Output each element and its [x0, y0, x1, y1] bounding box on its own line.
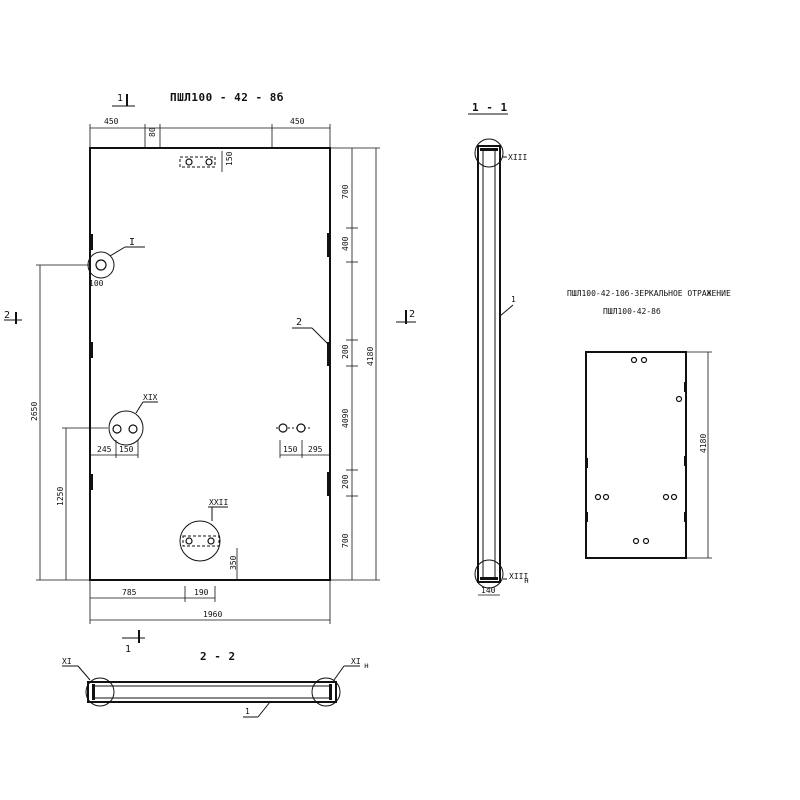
hole-dimensions: 245 150 150 295	[90, 440, 330, 458]
mirror-height-dim: 4180	[699, 434, 708, 453]
section-mark-left: 2	[4, 310, 22, 324]
dim-150-b: 150	[283, 445, 298, 454]
dim-top-small: 80	[148, 127, 157, 137]
section-1-1-node-top: XIII	[508, 153, 527, 162]
dim-left-2650: 2650	[30, 402, 39, 421]
top-dimensions: 450 80 450	[89, 117, 331, 148]
node-i: I 100	[87, 237, 145, 288]
mirror-caption-2: ПШЛ100-42-8б	[603, 306, 661, 316]
mirror-view: ПШЛ100-42-10б-ЗЕРКАЛЬНОЕ ОТРАЖЕНИЕ ПШЛ10…	[567, 288, 731, 559]
section-2-2-item: 1	[245, 707, 250, 716]
top-loop: 150	[179, 151, 234, 172]
section-2-2-node-left: XI	[62, 657, 72, 666]
dim-right-4090: 4090	[341, 409, 350, 428]
node-i-label: I	[129, 237, 135, 248]
right-dimension-chain: 700 400 200 4090 200 700 4180	[330, 147, 380, 581]
section-mark-right: 2	[396, 309, 416, 324]
section-2-2: 2 - 2 XI XI н 1	[62, 650, 369, 718]
dim-right-700-bottom: 700	[341, 533, 350, 548]
dim-overall-width: 1960	[203, 610, 222, 619]
dim-350: 350	[229, 555, 238, 570]
mirror-holes	[594, 356, 683, 545]
section-mark-top: 1	[112, 93, 135, 107]
dim-overall-height: 4180	[366, 347, 375, 366]
mark-2-label: 2	[296, 317, 302, 328]
dim-295: 295	[308, 445, 323, 454]
section-mark-bottom: 1	[122, 630, 145, 655]
panel-outline	[89, 147, 331, 581]
left-dimension-chain: 2650 1250	[30, 264, 108, 581]
mirror-caption-1: ПШЛ100-42-10б-ЗЕРКАЛЬНОЕ ОТРАЖЕНИЕ	[567, 288, 731, 298]
dim-bottom-190: 190	[194, 588, 209, 597]
left-embedded-parts	[89, 234, 93, 490]
section-1-1: 1 - 1 XIII 1 140 XIII н	[468, 101, 529, 596]
dim-top-left: 450	[104, 117, 119, 126]
dim-right-200-b: 200	[341, 474, 350, 489]
dim-245: 245	[97, 445, 112, 454]
dim-node-100: 100	[89, 279, 104, 288]
section-2-2-title: 2 - 2	[200, 650, 236, 663]
section-2-2-outline	[87, 681, 337, 703]
dim-right-700-top: 700	[341, 184, 350, 199]
node-xxii-label: XXII	[209, 498, 228, 507]
section-mark-left-label: 2	[4, 310, 10, 321]
dim-left-1250: 1250	[56, 487, 65, 506]
node-xxii: XXII 350	[179, 498, 238, 580]
right-embedded-parts	[327, 233, 331, 496]
node-xix: XIX	[108, 393, 158, 446]
section-1-1-node-bottom-sub: н	[524, 576, 529, 585]
section-mark-top-label: 1	[117, 93, 123, 104]
mirror-panel-outline	[585, 351, 687, 559]
section-mark-right-label: 2	[409, 309, 415, 320]
section-1-1-node-bottom: XIII	[509, 572, 528, 581]
section-1-1-outline	[477, 145, 501, 583]
section-1-1-title: 1 - 1	[472, 101, 508, 114]
section-1-1-dim-140: 140	[481, 586, 496, 595]
dim-right-200-a: 200	[341, 344, 350, 359]
section-1-1-item: 1	[511, 295, 516, 304]
dim-right-400: 400	[341, 236, 350, 251]
mark-2: 2	[292, 317, 329, 345]
section-2-2-node-right-sub: н	[364, 661, 369, 670]
bottom-dimensions: 785 190 1960	[89, 580, 331, 624]
dim-bottom-785: 785	[122, 588, 137, 597]
dim-150-a: 150	[119, 445, 134, 454]
dim-top-150: 150	[225, 151, 234, 166]
right-holes	[276, 423, 310, 433]
main-view-title: ПШЛ100 - 42 - 8б	[170, 91, 284, 104]
section-mark-bottom-label: 1	[125, 644, 131, 655]
node-xix-label: XIX	[143, 393, 158, 402]
main-view: ПШЛ100 - 42 - 8б 1 450 80 450 15	[4, 91, 416, 655]
section-2-2-node-right: XI	[351, 657, 361, 666]
dim-top-right: 450	[290, 117, 305, 126]
